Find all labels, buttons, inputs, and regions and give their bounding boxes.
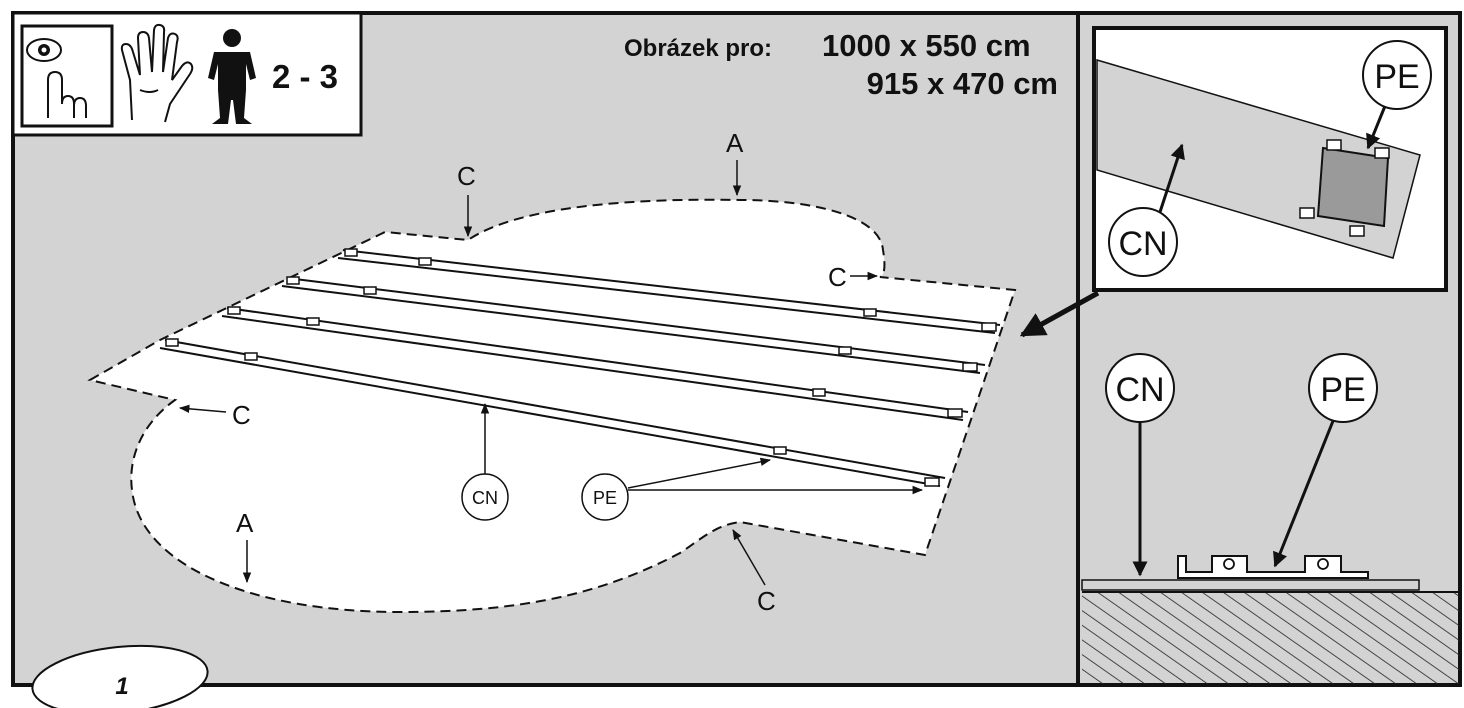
svg-text:915 x 470 cm: 915 x 470 cm bbox=[867, 66, 1058, 101]
label-cn-zoom: CN bbox=[1108, 143, 1185, 277]
svg-text:C: C bbox=[828, 262, 847, 292]
svg-text:Obrázek pro:: Obrázek pro: bbox=[624, 35, 772, 62]
svg-text:C: C bbox=[232, 400, 251, 430]
svg-text:C: C bbox=[457, 161, 476, 191]
rail-3 bbox=[221, 307, 969, 421]
label-pe-section: PE bbox=[1273, 353, 1378, 568]
label-pe-zoom: PE bbox=[1362, 40, 1432, 150]
rails bbox=[159, 249, 1001, 487]
label-c-right: C bbox=[828, 262, 879, 292]
zoom-arrow bbox=[1019, 290, 1100, 338]
pool-floor-outline bbox=[87, 198, 1017, 614]
svg-text:1: 1 bbox=[115, 673, 128, 700]
size-caption: Obrázek pro: 1000 x 550 cm 915 x 470 cm bbox=[624, 28, 1058, 101]
label-cn-main: CN bbox=[461, 402, 509, 521]
step-number-bubble: 1 bbox=[31, 644, 209, 708]
label-c-left: C bbox=[178, 400, 251, 430]
section-panel: CN PE bbox=[1081, 353, 1460, 684]
label-a-top: A bbox=[726, 128, 744, 197]
zoom-panel: CN PE bbox=[1092, 26, 1448, 292]
label-a-bottom: A bbox=[236, 508, 254, 584]
person-icon bbox=[208, 29, 256, 124]
plates bbox=[165, 248, 997, 487]
label-c-top: C bbox=[457, 161, 476, 238]
rail-1 bbox=[337, 249, 1001, 334]
label-cn-section: CN bbox=[1105, 353, 1175, 577]
svg-text:CN: CN bbox=[1118, 225, 1167, 263]
svg-text:CN: CN bbox=[472, 488, 498, 508]
svg-text:A: A bbox=[236, 508, 254, 538]
header-box: 2 - 3 bbox=[11, 11, 363, 137]
label-c-bottom: C bbox=[732, 529, 776, 616]
eye-hand-icon bbox=[20, 24, 114, 128]
label-pe-main: PE bbox=[581, 457, 924, 521]
crew-count: 2 - 3 bbox=[272, 58, 338, 95]
svg-text:PE: PE bbox=[593, 488, 617, 508]
svg-text:PE: PE bbox=[1320, 371, 1365, 409]
svg-text:C: C bbox=[757, 586, 776, 616]
svg-text:PE: PE bbox=[1374, 58, 1419, 96]
svg-text:CN: CN bbox=[1115, 371, 1164, 409]
rail-2 bbox=[281, 277, 986, 374]
rail-4 bbox=[159, 339, 946, 487]
svg-text:A: A bbox=[726, 128, 744, 158]
svg-text:1000 x 550 cm: 1000 x 550 cm bbox=[822, 28, 1031, 63]
glove-icon bbox=[120, 23, 194, 123]
